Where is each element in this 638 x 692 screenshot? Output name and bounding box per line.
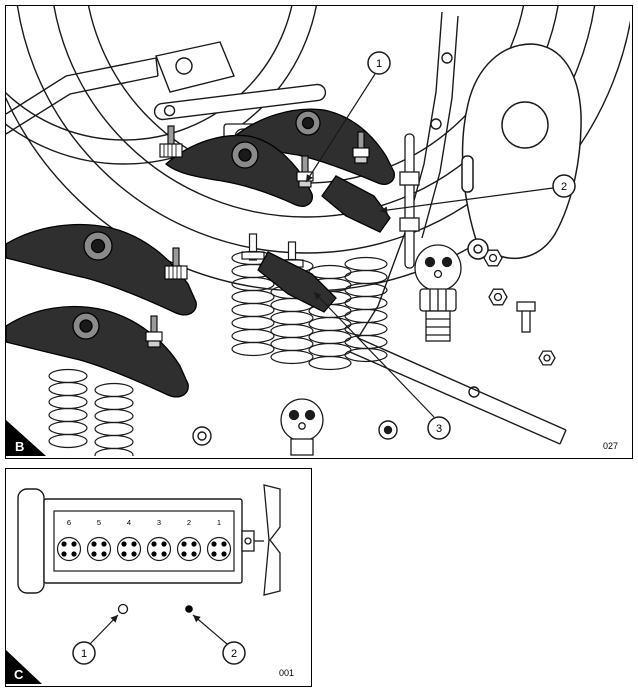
figure-c-drawing: 6 5 4 3 2 1 (6, 484, 294, 684)
panel-label: B (15, 439, 24, 454)
lifting-eye-bracket (461, 43, 582, 260)
cylinder-number: 4 (127, 518, 131, 527)
fan-blade (263, 484, 281, 596)
cylinder-number: 1 (217, 518, 221, 527)
cylinder (206, 536, 232, 562)
callout-1: 1 (305, 51, 391, 183)
callout-2: 2 (379, 174, 576, 214)
hex-bolts (483, 249, 556, 366)
valve-adjusting-screws (159, 125, 370, 188)
fan-and-bracket (241, 484, 281, 596)
open-circle-marker (117, 603, 129, 615)
rocker-pallet (321, 175, 391, 233)
cylinder-number: 2 (187, 518, 191, 527)
panel-label-corner: C (6, 650, 42, 684)
filled-dot-marker (185, 605, 193, 613)
rocker-arms-front (6, 223, 197, 398)
cylinder-row: 6 5 4 3 2 1 (56, 518, 232, 562)
cylinder-head-deck (192, 337, 567, 446)
cylinder-number: 3 (157, 518, 161, 527)
corner-triangle (6, 420, 46, 456)
corner-triangle (6, 650, 42, 684)
figure-code: 001 (279, 668, 294, 678)
callout-3-number: 3 (436, 423, 442, 435)
figure-code: 027 (603, 441, 618, 451)
engine-block-outline (17, 488, 243, 594)
cylinder-number: 6 (67, 518, 71, 527)
panel-label: C (14, 667, 24, 682)
fuel-injector-bottom (280, 398, 324, 456)
callout-3: 3 (313, 291, 451, 440)
cylinder (86, 536, 112, 562)
valve-adjusting-screws-front (145, 247, 188, 348)
fuel-line (399, 133, 420, 269)
cylinder (176, 536, 202, 562)
valve-springs-left (48, 368, 134, 456)
callout-1: 1 (72, 614, 119, 665)
cylinder-number: 5 (97, 518, 101, 527)
callout-1-number: 1 (81, 648, 87, 660)
cylinder (56, 536, 82, 562)
panel-label-corner: B (6, 420, 46, 456)
fuel-injector-right (414, 244, 462, 342)
figure-b-drawing: 1 2 3 B 027 (6, 6, 630, 456)
housing-flange (357, 11, 459, 339)
callout-2-number: 2 (561, 181, 567, 193)
rocker-shaft-rail (153, 83, 327, 121)
callout-1-number: 1 (376, 58, 382, 70)
figure-b-panel: 1 2 3 B 027 (5, 5, 633, 459)
rocker-arms-rear (165, 108, 395, 313)
cylinder (116, 536, 142, 562)
mounting-bracket (6, 41, 235, 135)
cylinder (146, 536, 172, 562)
callout-2: 2 (192, 614, 246, 665)
figure-c-panel: 6 5 4 3 2 1 (5, 468, 312, 687)
callout-2-number: 2 (231, 648, 237, 660)
